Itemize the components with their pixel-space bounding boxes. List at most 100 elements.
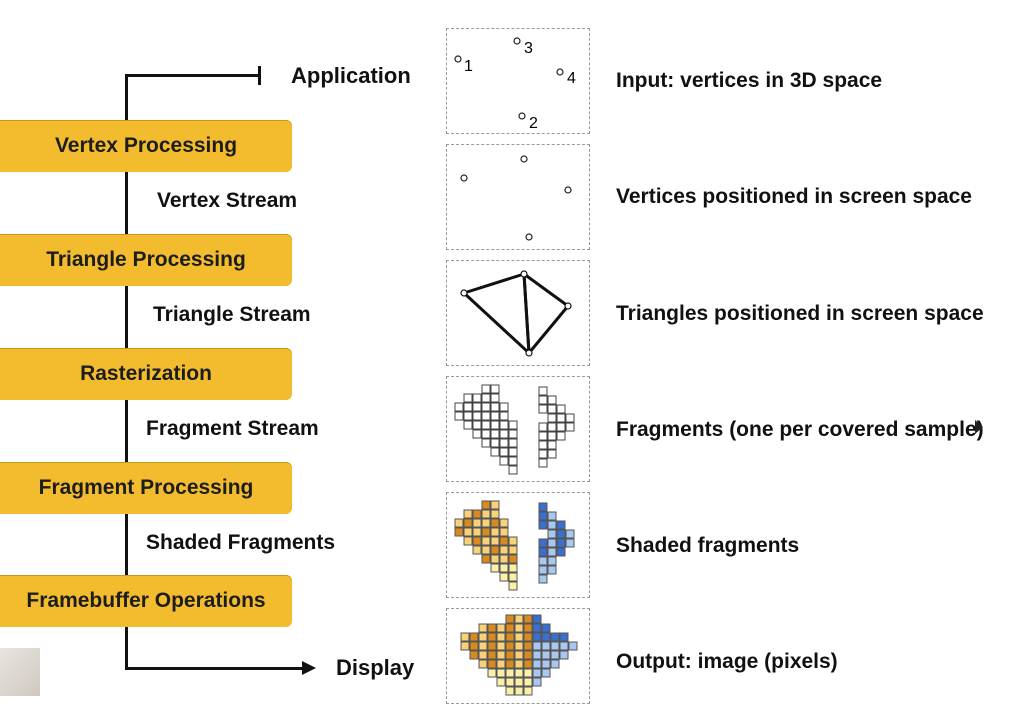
vertex-2-label: 2 xyxy=(529,115,538,132)
panel-shaded-fragments xyxy=(446,492,590,598)
pipeline-spine-2 xyxy=(125,286,128,348)
caption-output-image: Output: image (pixels) xyxy=(616,650,838,673)
fragment-cell xyxy=(481,554,491,564)
pipeline-spine-4 xyxy=(125,514,128,576)
fragment-cell xyxy=(541,650,551,660)
fragment-cell xyxy=(490,509,500,519)
fragment-cell xyxy=(481,393,491,403)
vertex-3-label: 3 xyxy=(524,40,533,57)
fragment-cell xyxy=(472,545,482,555)
fragment-cell xyxy=(538,511,548,521)
fragment-cell xyxy=(550,641,560,651)
fragment-cell xyxy=(538,574,548,584)
caption-input-vertices: Input: vertices in 3D space xyxy=(616,69,883,92)
fragment-cell xyxy=(505,650,515,660)
pipeline-spine-1 xyxy=(125,172,128,234)
fragment-cell xyxy=(490,420,500,430)
fragment-cell xyxy=(532,668,542,678)
fragment-cell xyxy=(532,641,542,651)
fragment-cell xyxy=(496,632,506,642)
stream-triangle: Triangle Stream xyxy=(153,303,311,326)
panel-input-vertices: 1 3 4 2 xyxy=(446,28,590,134)
fragment-cell xyxy=(538,422,548,432)
fragment-cell xyxy=(490,402,500,412)
fragment-cell xyxy=(487,659,497,669)
fragment-cell xyxy=(481,500,491,510)
fragment-cell xyxy=(556,520,566,530)
fragment-cell xyxy=(508,554,518,564)
fragment-cell xyxy=(556,422,566,432)
fragment-cell xyxy=(508,572,518,582)
fragment-cell xyxy=(463,402,473,412)
fragment-cell xyxy=(538,502,548,512)
fragment-cell xyxy=(550,632,560,642)
fragment-cell xyxy=(532,632,542,642)
fragment-cell xyxy=(490,500,500,510)
fragment-cell xyxy=(547,440,557,450)
fragment-cell xyxy=(460,641,470,651)
vertex-2-dot xyxy=(518,112,526,120)
fragment-cell xyxy=(496,623,506,633)
fragment-cell xyxy=(499,411,509,421)
fragment-cell xyxy=(490,393,500,403)
fragment-cell xyxy=(532,659,542,669)
fragment-cell xyxy=(505,641,515,651)
fragment-cell xyxy=(556,529,566,539)
fragment-cell xyxy=(481,527,491,537)
fragment-cell xyxy=(490,527,500,537)
fragment-cell xyxy=(565,538,575,548)
fragment-cell xyxy=(499,447,509,457)
fragment-cell xyxy=(508,536,518,546)
fragment-cell xyxy=(541,659,551,669)
fragment-cell xyxy=(565,529,575,539)
fragment-cell xyxy=(547,422,557,432)
caption-shaded-fragments: Shaded fragments xyxy=(616,534,800,557)
fragment-cell xyxy=(559,632,569,642)
fragment-cell xyxy=(481,536,491,546)
panel-screen-vertices xyxy=(446,144,590,250)
fragment-cell xyxy=(514,668,524,678)
vertex-1-label: 1 xyxy=(464,58,473,75)
triangle-vertex-dot xyxy=(520,270,528,278)
fragment-cell xyxy=(463,518,473,528)
fragment-cell xyxy=(547,404,557,414)
fragment-cell xyxy=(523,686,533,696)
fragment-cell xyxy=(541,623,551,633)
fragment-cell xyxy=(499,438,509,448)
fragment-cell xyxy=(514,650,524,660)
fragment-cell xyxy=(547,413,557,423)
fragment-cell xyxy=(454,518,464,528)
fragment-cell xyxy=(469,650,479,660)
fragment-cell xyxy=(505,677,515,687)
fragment-cell xyxy=(568,641,578,651)
fragment-cell xyxy=(478,632,488,642)
fragment-cell xyxy=(481,509,491,519)
fragment-cell xyxy=(523,632,533,642)
fragments-grid xyxy=(454,384,575,475)
fragment-cell xyxy=(505,668,515,678)
fragment-cell xyxy=(565,422,575,432)
fragment-cell xyxy=(505,659,515,669)
stream-fragment: Fragment Stream xyxy=(146,417,319,440)
fragment-cell xyxy=(514,659,524,669)
display-label: Display xyxy=(336,655,415,680)
fragment-cell xyxy=(505,614,515,624)
fragment-cell xyxy=(538,538,548,548)
fragment-cell xyxy=(499,563,509,573)
fragment-cell xyxy=(547,431,557,441)
fragment-cell xyxy=(523,650,533,660)
fragment-cell xyxy=(547,511,557,521)
fragment-cell xyxy=(532,623,542,633)
fragment-cell xyxy=(496,668,506,678)
fragment-cell xyxy=(481,411,491,421)
fragment-cell xyxy=(481,429,491,439)
triangle-vertex-dot xyxy=(564,302,572,310)
fragment-cell xyxy=(499,402,509,412)
fragment-cell xyxy=(472,509,482,519)
triangle-vertex-dot xyxy=(460,289,468,297)
fragment-cell xyxy=(472,411,482,421)
fragment-cell xyxy=(514,686,524,696)
fragment-cell xyxy=(505,623,515,633)
fragment-cell xyxy=(538,458,548,468)
caption-triangles: Triangles positioned in screen space xyxy=(616,302,984,325)
